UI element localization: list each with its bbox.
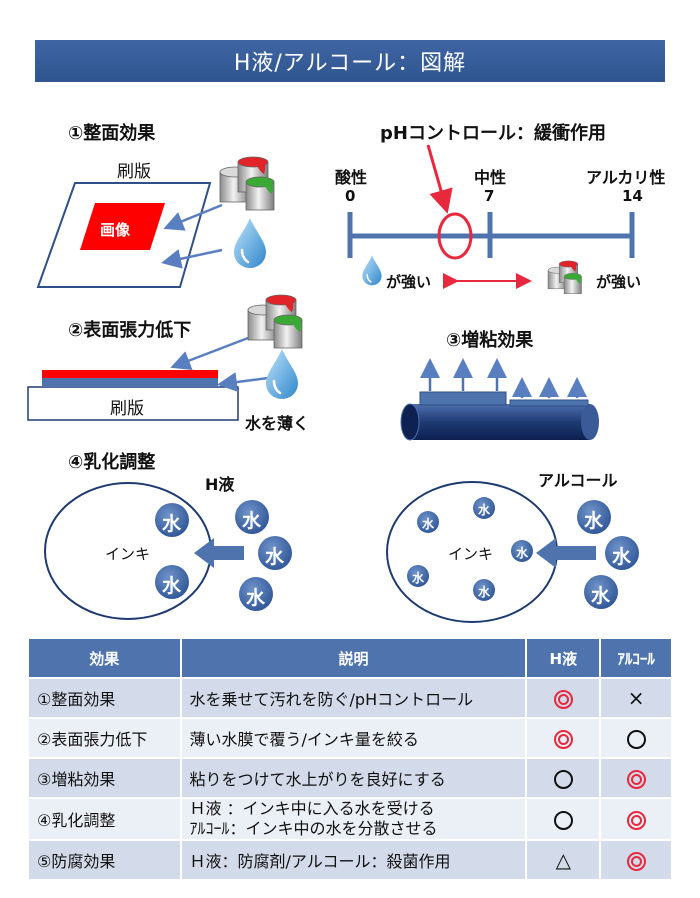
double-circle-icon <box>626 852 646 871</box>
water-ball-small-label: 水 <box>422 517 435 531</box>
emulsion-title: ④乳化調整 <box>68 452 156 473</box>
table-row: ⑤防腐効果 Ｈ液：防腐剤/アルコール：殺菌作用 △ <box>27 839 673 881</box>
description-cell: 粘りをつけて水上がりを良好にする <box>179 757 528 799</box>
effect-cell: ⑤防腐効果 <box>27 839 182 881</box>
neutral-label: 中性 <box>474 168 507 187</box>
header-h-solution: H液 <box>525 637 602 679</box>
description-cell: Ｈ液 ：インキ中に入る水を受ける ｱﾙｺｰﾙ：インキ中の水を分散させる <box>179 797 528 841</box>
description-cell: 水を乗せて汚れを防ぐ/pHコントロール <box>179 677 528 719</box>
surface-tension-title: ②表面張力低下 <box>68 320 192 341</box>
plate-base <box>27 386 239 421</box>
acid-label: 酸性 <box>335 168 368 187</box>
water-film <box>42 377 218 387</box>
double-circle-icon <box>553 730 573 749</box>
ph-scale-diagram <box>347 144 635 295</box>
h-rating-cell: △ <box>525 839 602 881</box>
ink-label-right: インキ <box>448 545 494 563</box>
water-ball-label: 水 <box>162 513 182 535</box>
surface-tension-diagram <box>27 294 303 421</box>
header-description: 説明 <box>179 637 528 679</box>
double-circle-icon <box>553 690 573 709</box>
water-ball-label: 水 <box>162 575 182 597</box>
surface-effect-title: ①整面効果 <box>68 123 156 144</box>
water-ball-label: 水 <box>242 510 262 532</box>
ink-label-left: インキ <box>105 545 151 563</box>
h-rating-cell <box>525 677 602 719</box>
water-ball-small-label: 水 <box>478 585 491 599</box>
surface-effect-diagram <box>36 156 275 288</box>
water-ball-label: 水 <box>612 546 632 568</box>
table-row: ①整面効果 水を乗せて汚れを防ぐ/pHコントロール × <box>27 677 673 719</box>
h-rating-cell <box>525 717 602 759</box>
emulsion-alcohol-diagram <box>386 481 639 623</box>
double-circle-icon <box>626 811 646 830</box>
alcohol-rating-cell <box>599 717 673 759</box>
thin-water-label: 水を薄く <box>245 414 310 433</box>
image-label: 画像 <box>100 221 131 239</box>
tick-14-label: 14 <box>622 187 643 205</box>
table-row: ④乳化調整 Ｈ液 ：インキ中に入る水を受ける ｱﾙｺｰﾙ：インキ中の水を分散させ… <box>27 797 673 841</box>
double-circle-icon <box>626 770 646 789</box>
paint-cans-icon-2 <box>247 294 303 349</box>
water-ball-label: 水 <box>584 510 604 532</box>
h-solution-label: H液 <box>205 475 235 494</box>
table-row: ③増粘効果 粘りをつけて水上がりを良好にする <box>27 757 673 799</box>
alcohol-rating-cell <box>599 797 673 841</box>
ph-control-title: pHコントロール：緩衝作用 <box>380 123 606 144</box>
effects-table: 効果 説明 H液 ｱﾙｺｰﾙ ①整面効果 水を乗せて汚れを防ぐ/pHコントロール… <box>27 637 673 881</box>
plate-label: 刷版 <box>117 162 151 182</box>
circle-icon <box>553 770 573 789</box>
water-ball-small-label: 水 <box>516 546 529 560</box>
diagram-canvas <box>27 144 639 623</box>
ink-strong-label: が強い <box>596 273 642 291</box>
viscosity-diagram <box>400 358 599 441</box>
ink-film <box>42 370 218 378</box>
water-ball-label: 水 <box>591 585 611 607</box>
tick-0-label: 0 <box>345 187 356 205</box>
description-cell: Ｈ液：防腐剤/アルコール：殺菌作用 <box>179 839 528 881</box>
alcohol-rating-cell <box>599 757 673 799</box>
water-ball-small-label: 水 <box>478 503 491 517</box>
water-ball-label: 水 <box>265 546 285 568</box>
table-row: ②表面張力低下 薄い水膜で覆う/インキ量を絞る <box>27 717 673 759</box>
effect-cell: ③増粘効果 <box>27 757 182 799</box>
table-header-row: 効果 説明 H液 ｱﾙｺｰﾙ <box>27 637 673 679</box>
effect-cell: ①整面効果 <box>27 677 182 719</box>
plate-label-2: 刷版 <box>110 399 144 419</box>
page-title: H液/アルコール：図解 <box>35 40 665 82</box>
paint-cans-small-icon <box>547 260 582 295</box>
effect-cell: ④乳化調整 <box>27 797 182 841</box>
water-ball-small-label: 水 <box>412 571 425 585</box>
buffer-range-marker <box>437 212 473 260</box>
water-drop-icon-2 <box>264 347 300 401</box>
alcohol-label: アルコール <box>538 471 618 490</box>
description-line: Ｈ液 ：インキ中に入る水を受ける <box>189 799 435 818</box>
circle-icon <box>553 811 573 830</box>
alkali-label: アルカリ性 <box>586 168 666 187</box>
water-strong-label: が強い <box>386 273 432 291</box>
header-effect: 効果 <box>27 637 182 679</box>
viscosity-title: ③増粘効果 <box>446 330 534 351</box>
alcohol-rating-cell <box>599 839 673 881</box>
paint-cans-icon <box>219 156 275 211</box>
h-rating-cell <box>525 757 602 799</box>
water-drop-small-icon <box>361 254 383 287</box>
image-area-shape <box>80 203 165 250</box>
emulsion-h-diagram <box>44 482 292 620</box>
alcohol-rating-cell: × <box>599 677 673 719</box>
tick-7-label: 7 <box>484 187 495 205</box>
header-alcohol: ｱﾙｺｰﾙ <box>599 637 673 679</box>
h-rating-cell <box>525 797 602 841</box>
circle-icon <box>626 730 646 749</box>
description-cell: 薄い水膜で覆う/インキ量を絞る <box>179 717 528 759</box>
water-drop-icon <box>232 216 268 270</box>
description-line: ｱﾙｺｰﾙ：インキ中の水を分散させる <box>189 819 438 838</box>
water-ball-label: 水 <box>246 587 266 609</box>
effect-cell: ②表面張力低下 <box>27 717 182 759</box>
